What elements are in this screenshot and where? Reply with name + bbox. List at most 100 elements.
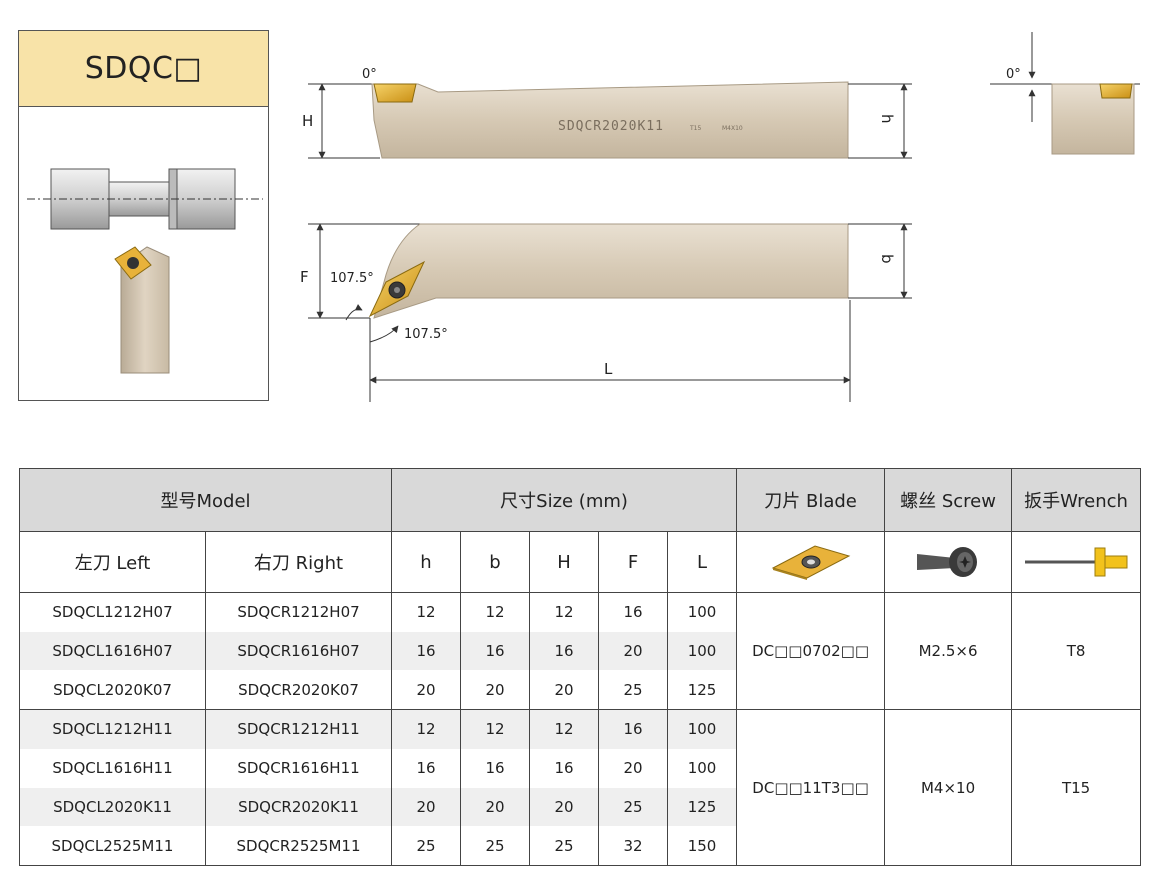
cell-b: 20	[460, 670, 531, 711]
cell-F: 16	[598, 592, 669, 632]
cell-screw-group-1: M2.5×6	[884, 592, 1013, 711]
header-size: 尺寸Size (mm)	[391, 468, 738, 532]
cell-h: 16	[391, 631, 462, 671]
dim-L-label: L	[604, 360, 613, 378]
cell-H: 12	[529, 709, 600, 749]
header-L: L	[667, 531, 738, 593]
torx-wrench-icon	[1025, 547, 1128, 577]
shank-engraving: SDQCR2020K11	[558, 119, 664, 134]
cell-L: 150	[667, 826, 738, 867]
dim-h-label: h	[878, 114, 896, 124]
dim-H-label: H	[302, 112, 313, 130]
cell-left-model: SDQCL1616H07	[19, 631, 206, 671]
cell-H: 16	[529, 748, 600, 788]
top-view: F 107.5° 107.5° b L	[300, 223, 912, 402]
header-H: H	[529, 531, 600, 593]
cell-F: 25	[598, 787, 669, 827]
cell-b: 12	[460, 709, 531, 749]
torx-screw-icon	[917, 547, 978, 577]
cell-F: 16	[598, 709, 669, 749]
cell-left-model: SDQCL2020K11	[19, 787, 206, 827]
angle-0-right-label: 0°	[1006, 67, 1021, 82]
cell-F: 25	[598, 670, 669, 711]
angle-2-label: 107.5°	[404, 327, 448, 342]
cell-right-model: SDQCR1212H07	[204, 592, 393, 632]
cell-wrench-group-1: T8	[1011, 592, 1142, 711]
cell-left-model: SDQCL2020K07	[19, 670, 206, 711]
table-row: SDQCL2020K11 SDQCR2020K11 20 20 20 25 12…	[19, 787, 1141, 827]
cell-screw-group-2: M4×10	[884, 709, 1013, 866]
table-row: SDQCL2020K07 SDQCR2020K07 20 20 20 25 12…	[19, 670, 1141, 711]
cell-h: 25	[391, 826, 462, 867]
cell-right-model: SDQCR1212H11	[204, 709, 393, 749]
cell-L: 100	[667, 592, 738, 632]
cell-h: 12	[391, 709, 462, 749]
product-card: SDQC□	[18, 30, 269, 401]
cell-H: 12	[529, 592, 600, 632]
cell-F: 32	[598, 826, 669, 867]
cell-left-model: SDQCL1212H07	[19, 592, 206, 632]
cell-L: 100	[667, 631, 738, 671]
cell-left-model: SDQCL2525M11	[19, 826, 206, 867]
cell-right-model: SDQCR1616H07	[204, 631, 393, 671]
end-view: 0°	[990, 32, 1140, 155]
header-wrench: 扳手Wrench	[1011, 468, 1142, 532]
header-right: 右刀 Right	[204, 531, 393, 593]
cell-left-model: SDQCL1212H11	[19, 709, 206, 749]
cell-h: 20	[391, 670, 462, 711]
shank-engraving-screw: M4X10	[722, 125, 743, 132]
cell-H: 16	[529, 631, 600, 671]
blade-image-cell	[736, 531, 886, 593]
cell-right-model: SDQCR1616H11	[204, 748, 393, 788]
insert-diamond-icon	[771, 545, 850, 580]
cell-right-model: SDQCR2020K07	[204, 670, 393, 711]
header-model: 型号Model	[18, 468, 393, 532]
shank-engraving-t15: T15	[689, 125, 701, 132]
cell-right-model: SDQCR2020K11	[204, 787, 393, 827]
header-blade: 刀片 Blade	[736, 468, 886, 532]
cell-wrench-group-2: T15	[1011, 709, 1142, 866]
cell-h: 20	[391, 787, 462, 827]
cell-blade-group-2: DC□□11T3□□	[736, 709, 886, 866]
angle-1-label: 107.5°	[330, 271, 374, 286]
table-row: SDQCL1212H07 SDQCR1212H07 12 12 12 16 10…	[19, 592, 1142, 711]
angle-0-left-label: 0°	[362, 67, 377, 82]
cell-F: 20	[598, 748, 669, 788]
cell-b: 20	[460, 787, 531, 827]
specification-table: 型号Model 尺寸Size (mm) 刀片 Blade 螺丝 Screw 扳手…	[18, 468, 1142, 867]
cell-left-model: SDQCL1616H11	[19, 748, 206, 788]
cell-h: 12	[391, 592, 462, 632]
cell-h: 16	[391, 748, 462, 788]
table-row: SDQCL1616H11 SDQCR1616H11 16 16 16 20 10…	[19, 748, 1141, 788]
technical-drawing: H 0° SDQCR2020K11 T15 M4X10 h 0° F 107.5…	[300, 32, 1140, 402]
header-screw: 螺丝 Screw	[884, 468, 1013, 532]
cell-L: 125	[667, 670, 738, 711]
header-h: h	[391, 531, 462, 593]
cell-L: 100	[667, 748, 738, 788]
wrench-image-cell	[1011, 531, 1142, 593]
cell-H: 25	[529, 826, 600, 867]
cell-right-model: SDQCR2525M11	[204, 826, 393, 867]
screw-image-cell	[884, 531, 1013, 593]
cell-b: 25	[460, 826, 531, 867]
side-view: H 0° SDQCR2020K11 T15 M4X10 h	[302, 67, 912, 159]
cell-L: 125	[667, 787, 738, 827]
cell-F: 20	[598, 631, 669, 671]
cell-H: 20	[529, 787, 600, 827]
cell-L: 100	[667, 709, 738, 749]
dim-F-label: F	[300, 268, 309, 286]
cell-b: 16	[460, 631, 531, 671]
product-code-title: SDQC□	[19, 31, 268, 107]
table-row: SDQCL1212H11 SDQCR1212H11 12 12 12 16 10…	[19, 709, 1142, 866]
header-F: F	[598, 531, 669, 593]
cell-blade-group-1: DC□□0702□□	[736, 592, 886, 711]
header-left: 左刀 Left	[19, 531, 206, 593]
cell-b: 12	[460, 592, 531, 632]
application-illustration	[27, 168, 263, 374]
header-b: b	[460, 531, 531, 593]
cell-H: 20	[529, 670, 600, 711]
table-row: SDQCL2525M11 SDQCR2525M11 25 25 25 32 15…	[19, 826, 1141, 867]
dim-b-label: b	[878, 254, 896, 264]
table-row: SDQCL1616H07 SDQCR1616H07 16 16 16 20 10…	[19, 631, 1141, 671]
cell-b: 16	[460, 748, 531, 788]
